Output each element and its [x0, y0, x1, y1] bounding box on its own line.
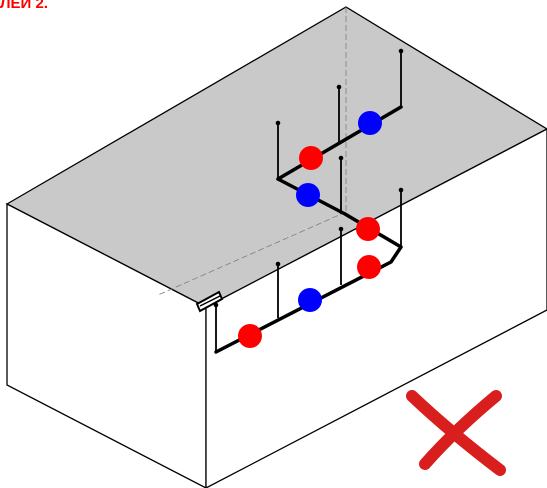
risers: [215, 52, 402, 352]
riser-tip: [275, 120, 281, 126]
page-title: ЛЕЙ 2.: [0, 0, 48, 12]
riser-tip: [275, 261, 281, 267]
valve-red: [356, 217, 380, 241]
riser-tip: [336, 84, 342, 90]
hidden-edge: [157, 211, 347, 296]
wall-inlet-fitting: [195, 290, 224, 313]
riser-tips: [213, 48, 404, 308]
valve-red: [238, 324, 262, 348]
valve-blue: [358, 111, 382, 135]
riser-tip: [338, 226, 344, 232]
riser-tip: [213, 302, 219, 308]
valve-red: [299, 146, 323, 170]
riser-tip: [398, 48, 404, 54]
valves: [238, 111, 382, 348]
valve-blue: [296, 183, 320, 207]
x-mark-icon: [406, 390, 506, 476]
box-front-face: [6, 202, 207, 488]
box-right-face: [205, 128, 547, 488]
riser-tip: [398, 187, 404, 193]
valve-blue: [298, 288, 322, 312]
riser-tip: [338, 155, 344, 161]
valve-red: [357, 255, 381, 279]
